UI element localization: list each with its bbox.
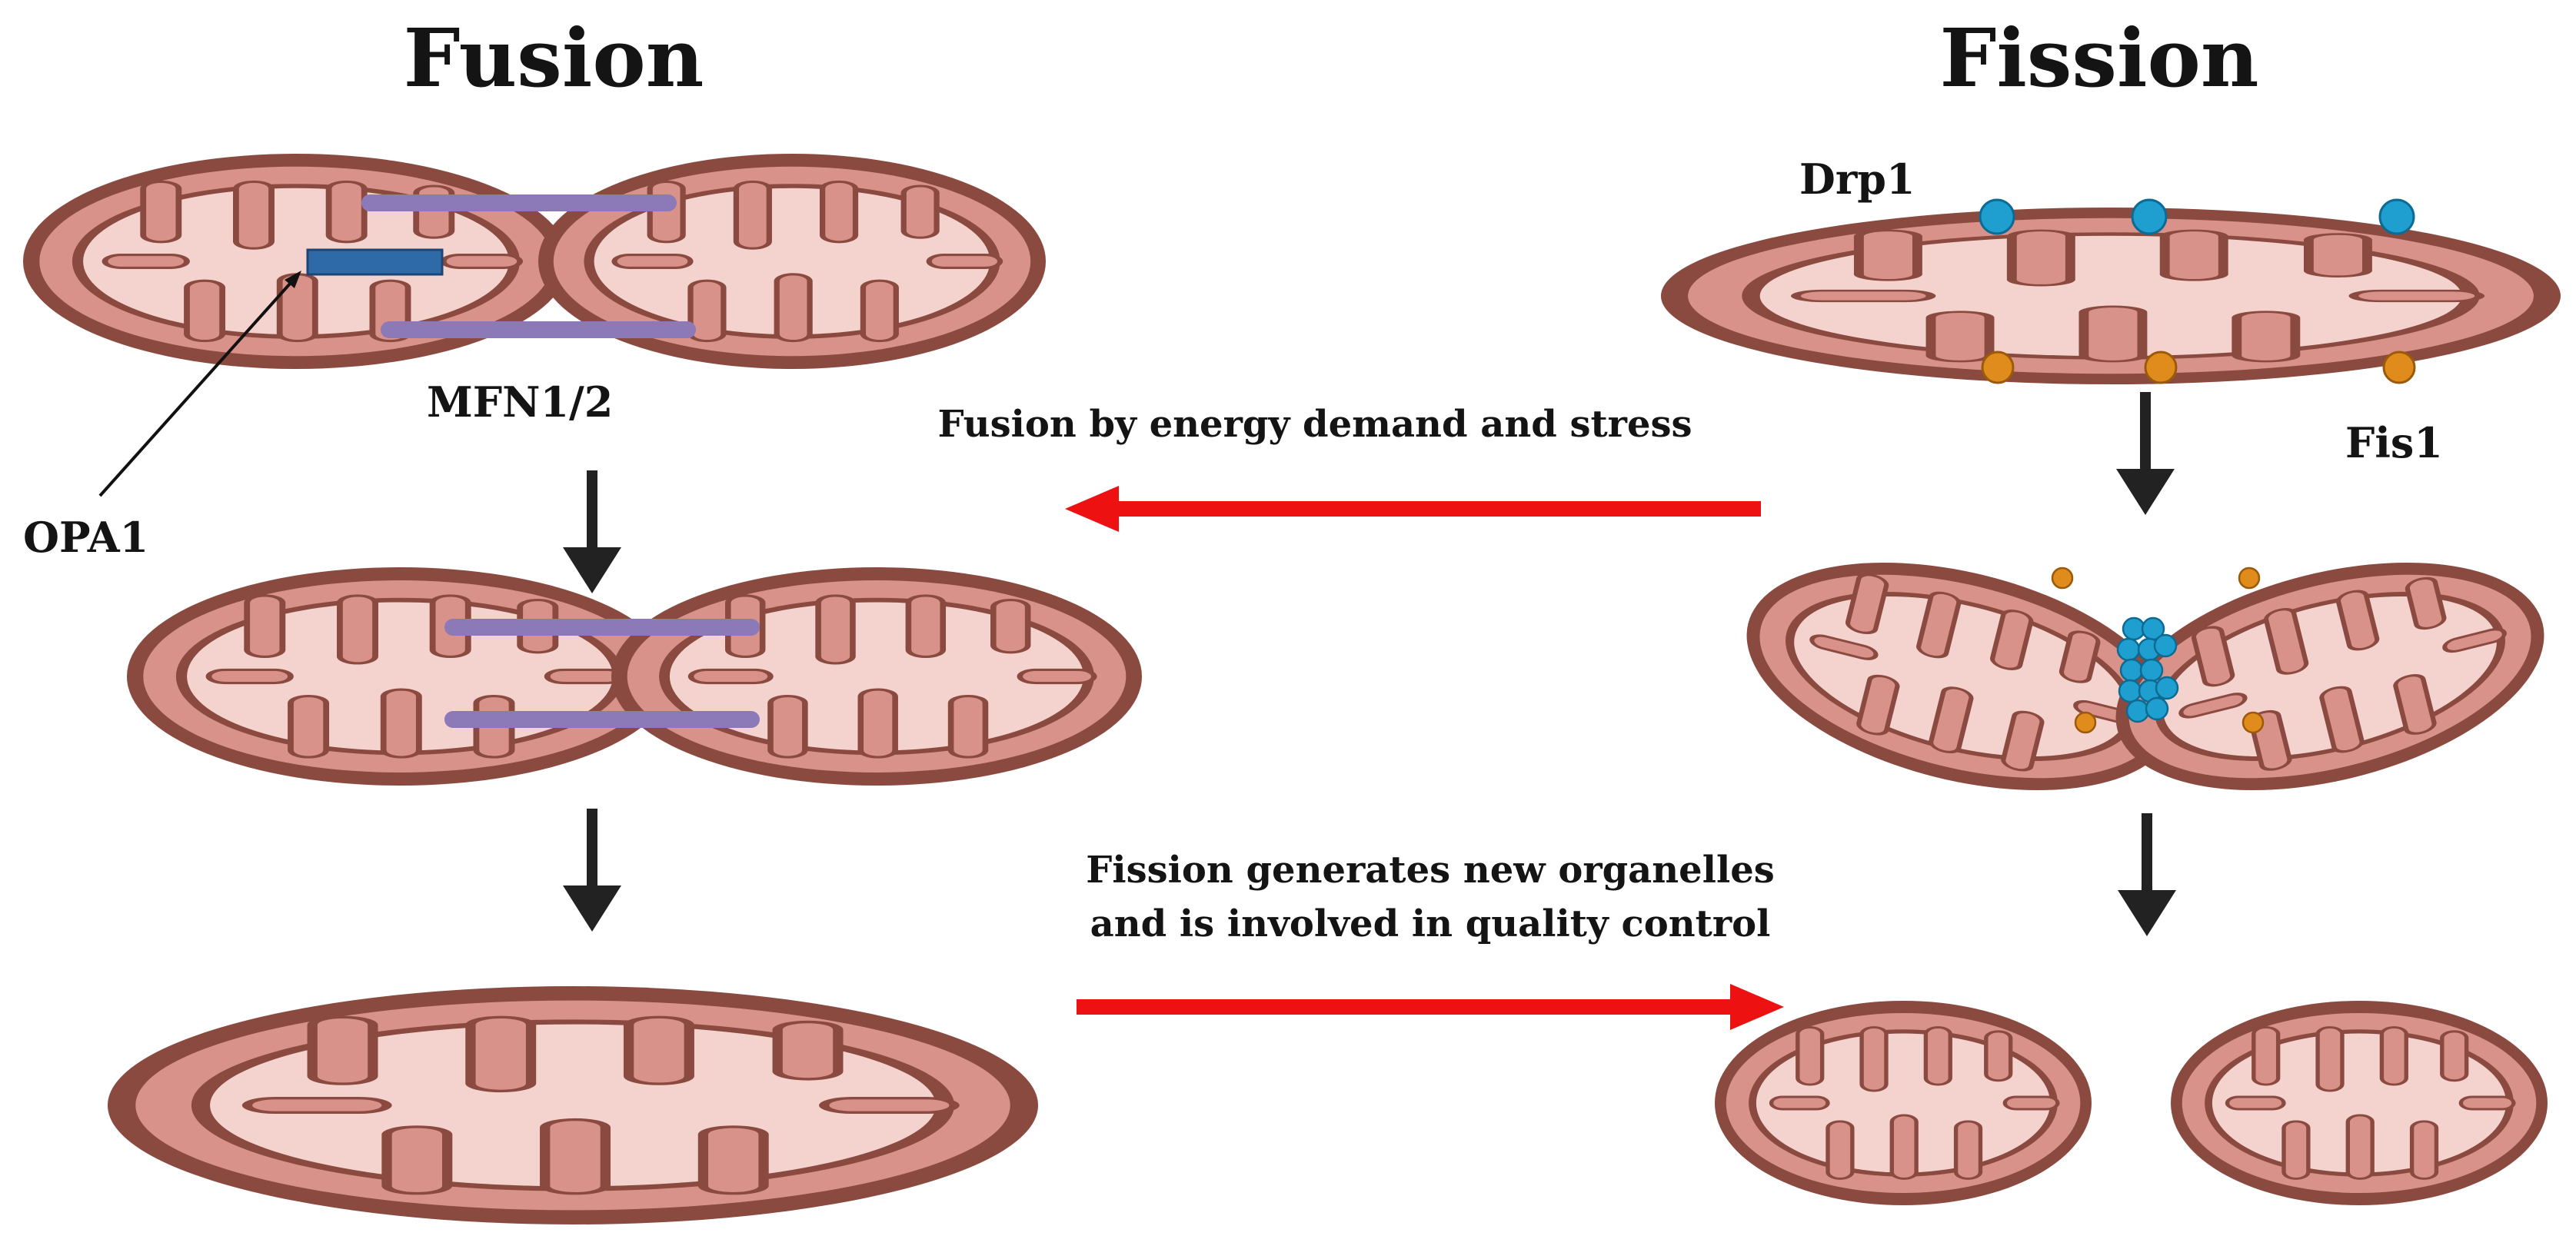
fis1-proteins	[1981, 351, 2416, 384]
mitochondrion	[1661, 208, 2561, 384]
fusion-pathway-arrow	[1065, 486, 1761, 532]
mfn-label: MFN1/2	[427, 377, 613, 427]
fusion-arrow-1	[563, 470, 621, 593]
daughter-mitochondrion-left	[1715, 1001, 2092, 1205]
drp1-proteins	[1979, 198, 2415, 235]
fission-stage-1	[1661, 198, 2561, 384]
opa1-label: OPA1	[23, 513, 148, 562]
fusion-stage-1	[23, 154, 1046, 497]
fission-stage-3	[1715, 1001, 2548, 1205]
fusion-stage-2	[127, 567, 1142, 786]
daughter-mitochondrion-right	[2171, 1001, 2548, 1205]
mitochondrion-right	[611, 567, 1142, 786]
fis1-label: Fis1	[2345, 418, 2443, 467]
fission-title: Fission	[1940, 11, 2259, 105]
fusion-arrow-2	[563, 809, 621, 932]
fis1-proteins	[2051, 566, 2265, 734]
fused-mitochondrion	[108, 986, 1038, 1224]
fission-pathway-arrow	[1077, 984, 1784, 1030]
fusion-pathway-caption: Fusion by energy demand and stress	[937, 403, 1692, 446]
fission-arrow-2	[2118, 813, 2176, 936]
mfn-tethers	[361, 194, 696, 338]
drp1-ring	[2116, 616, 2179, 723]
mitochondrion-left	[127, 567, 673, 786]
mfn-tethers	[444, 619, 760, 728]
fission-arrow-1	[2116, 392, 2175, 515]
fusion-title: Fusion	[404, 11, 704, 105]
mitochondrion-right	[2092, 523, 2568, 830]
fission-pathway-caption-line2: and is involved in quality control	[1090, 902, 1771, 945]
fission-stage-2	[1723, 523, 2568, 830]
opa1-complex	[306, 248, 444, 276]
fission-pathway-caption-line1: Fission generates new organelles	[1086, 849, 1775, 892]
drp1-label: Drp1	[1799, 154, 1915, 204]
opa1-pointer	[98, 271, 301, 497]
